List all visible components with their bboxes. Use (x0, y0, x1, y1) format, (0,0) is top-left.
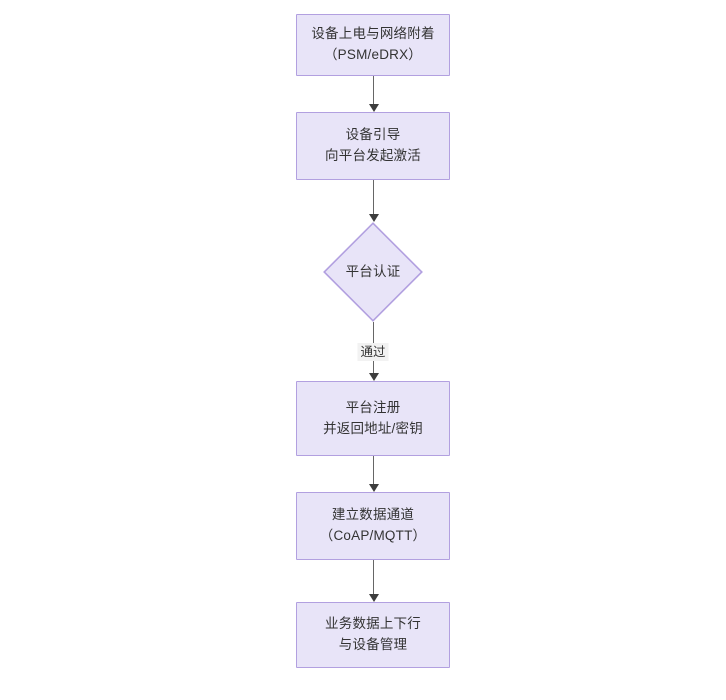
arrowhead-icon (368, 104, 379, 112)
edge-line (373, 560, 375, 594)
node-data-channel[interactable]: 建立数据通道 （CoAP/MQTT） (296, 492, 450, 560)
node-platform-register[interactable]: 平台注册 并返回地址/密钥 (296, 381, 450, 456)
arrowhead-icon (368, 594, 379, 602)
node-device-bootstrap-line-1: 设备引导 (345, 127, 401, 143)
node-business-data-line-2: 与设备管理 (338, 637, 408, 652)
diamond-shape (323, 222, 423, 322)
node-platform-auth[interactable]: 平台认证 (323, 222, 423, 322)
node-power-on-line-1: 设备上电与网络附着 (311, 26, 435, 42)
edge-label-pass: 通过 (357, 343, 389, 362)
edge-line (373, 456, 375, 484)
node-power-on[interactable]: 设备上电与网络附着 （PSM/eDRX） (296, 14, 450, 76)
node-platform-register-line-1: 平台注册 (345, 399, 401, 415)
node-power-on-line-2: （PSM/eDRX） (323, 47, 423, 62)
node-business-data-line-1: 业务数据上下行 (325, 616, 421, 632)
arrowhead-icon (368, 214, 379, 222)
node-data-channel-line-1: 建立数据通道 (331, 507, 415, 523)
node-device-bootstrap[interactable]: 设备引导 向平台发起激活 (296, 112, 450, 180)
arrowhead-icon (368, 373, 379, 381)
node-data-channel-line-2: （CoAP/MQTT） (319, 528, 427, 543)
node-device-bootstrap-line-2: 向平台发起激活 (325, 148, 421, 163)
edge-line (373, 180, 375, 214)
node-platform-register-line-2: 并返回地址/密钥 (323, 420, 423, 436)
arrowhead-icon (368, 484, 379, 492)
edge-line (373, 76, 375, 104)
node-business-data[interactable]: 业务数据上下行 与设备管理 (296, 602, 450, 668)
